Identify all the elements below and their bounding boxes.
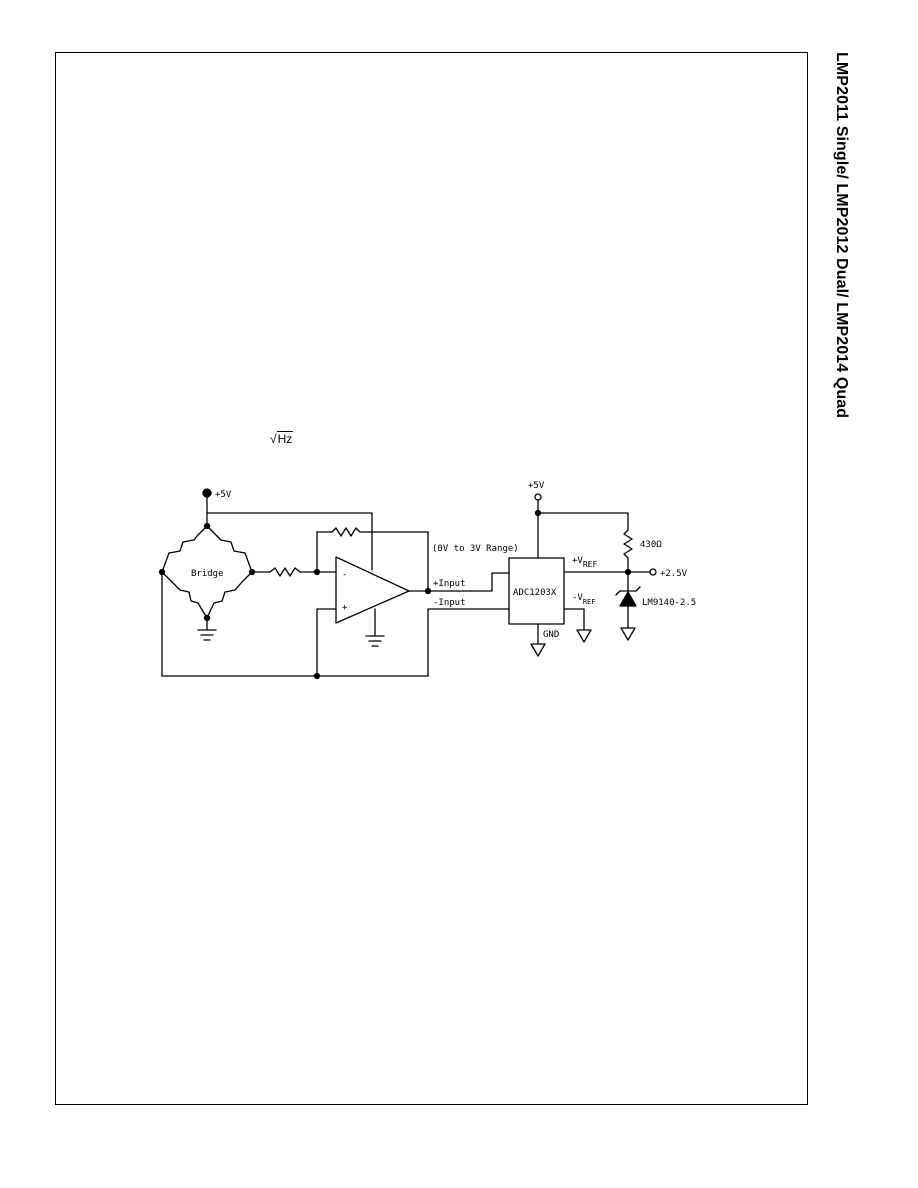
bridge-label: Bridge: [191, 569, 224, 579]
diode-part-label: LM9140-2.5: [642, 598, 696, 608]
gnd-label: GND: [543, 630, 559, 640]
resistor-value-label: 430Ω: [640, 540, 662, 550]
vref-minus-label: -VREF: [572, 593, 596, 606]
left-supply-terminal: [202, 488, 212, 527]
opamp-minus-label: -: [342, 570, 347, 580]
bridge-resistor-bottom-left: [161, 571, 208, 619]
adc-minus-input-label: -Input: [433, 598, 466, 608]
vref-plus-label: +VREF: [572, 556, 597, 569]
bridge-resistor-bottom-right: [206, 571, 253, 619]
op-amp: [335, 556, 410, 624]
bridge-resistor-top-right: [206, 525, 253, 573]
vref-minus-sub: REF: [583, 598, 596, 606]
sqrt-hz-fragment: √Hz: [270, 431, 294, 446]
vref-minus-ground: [563, 608, 592, 643]
vref-plus-sub: REF: [583, 560, 598, 569]
vref-plus-prefix: +V: [572, 556, 583, 566]
adc-ground-symbol: [530, 623, 546, 657]
range-note: (0V to 3V Range): [432, 544, 519, 554]
vref-minus-prefix: -V: [572, 593, 583, 603]
output-voltage-label: +2.5V: [660, 569, 688, 579]
supply-right-label: +5V: [528, 481, 545, 491]
input-resistor: [269, 567, 301, 577]
sqrt-unit: Hz: [276, 431, 294, 446]
feedback-resistor: [331, 527, 361, 537]
bridge-ground-symbol: [197, 617, 217, 641]
sqrt-symbol: √: [270, 432, 277, 446]
right-supply-terminal: [534, 493, 542, 501]
zener-diode: [615, 586, 641, 641]
adc-chip: [508, 557, 565, 625]
reference-resistor: [623, 529, 633, 559]
supply-left-label: +5V: [215, 490, 232, 500]
page-frame: [55, 52, 808, 1105]
output-terminal: [649, 568, 657, 576]
adc-chip-label: ADC1203X: [513, 588, 557, 598]
opamp-plus-label: +: [342, 603, 348, 613]
adc-plus-input-label: +Input: [433, 579, 466, 589]
bridge-resistor-top-left: [161, 525, 208, 573]
opamp-ground-symbol: [365, 608, 385, 647]
